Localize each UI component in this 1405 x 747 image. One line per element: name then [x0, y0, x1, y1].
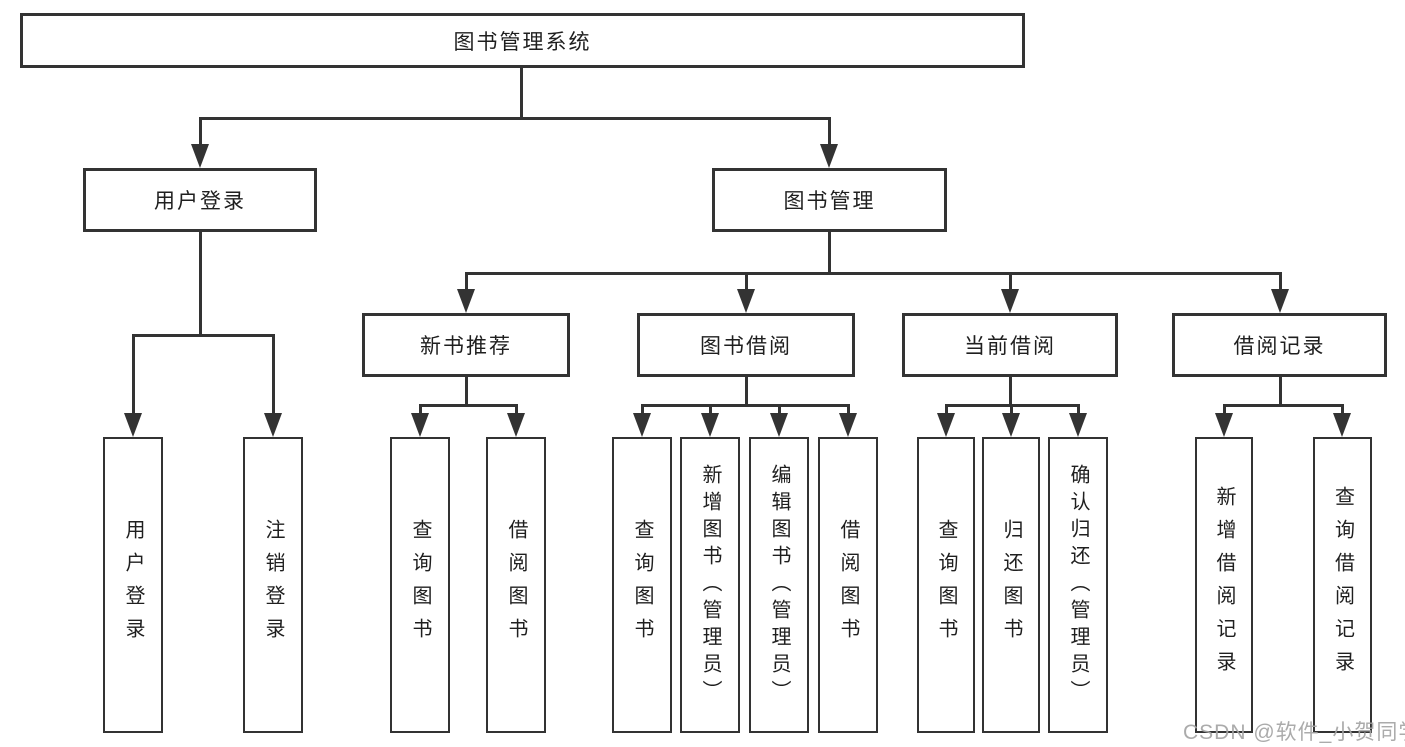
- arrow-down-icon: [1215, 413, 1233, 437]
- arrow-down-icon: [1333, 413, 1351, 437]
- arrow-down-icon: [124, 413, 142, 437]
- connector-line: [640, 403, 850, 407]
- arrow-down-icon: [457, 289, 475, 313]
- arrow-down-icon: [820, 144, 838, 168]
- node-borrow-books-borrowing: 借阅图书: [818, 437, 878, 733]
- connector-line: [1278, 377, 1282, 405]
- arrow-down-icon: [1002, 413, 1020, 437]
- connector-line: [1222, 403, 1344, 407]
- connector-line: [640, 405, 644, 417]
- connector-line: [418, 403, 518, 407]
- arrow-down-icon: [633, 413, 651, 437]
- node-book-borrowing: 图书借阅: [637, 313, 855, 377]
- arrow-down-icon: [1069, 413, 1087, 437]
- node-search-books-borrowing: 查询图书: [612, 437, 672, 733]
- arrow-down-icon: [264, 413, 282, 437]
- connector-line: [464, 271, 1282, 275]
- connector-line: [744, 273, 748, 293]
- connector-line: [827, 118, 831, 148]
- connector-line: [1008, 273, 1012, 293]
- node-search-books-current: 查询图书: [917, 437, 975, 733]
- connector-line: [1222, 405, 1226, 417]
- node-current-borrowing: 当前借阅: [902, 313, 1118, 377]
- arrow-down-icon: [937, 413, 955, 437]
- arrow-down-icon: [1001, 289, 1019, 313]
- connector-line: [944, 405, 948, 417]
- node-edit-books-admin: 编辑图书（管理员）: [749, 437, 809, 733]
- arrow-down-icon: [839, 413, 857, 437]
- connector-line: [198, 232, 202, 335]
- connector-line: [198, 116, 831, 120]
- node-return-books: 归还图书: [982, 437, 1040, 733]
- arrow-down-icon: [411, 413, 429, 437]
- connector-line: [519, 68, 523, 118]
- arrow-down-icon: [191, 144, 209, 168]
- connector-line: [464, 377, 468, 405]
- node-confirm-return-admin: 确认归还（管理员）: [1048, 437, 1108, 733]
- arrow-down-icon: [737, 289, 755, 313]
- node-add-books-admin: 新增图书（管理员）: [680, 437, 740, 733]
- connector-line: [1340, 405, 1344, 417]
- node-search-borrow-record: 查询借阅记录: [1313, 437, 1372, 733]
- arrow-down-icon: [770, 413, 788, 437]
- node-add-borrow-record: 新增借阅记录: [1195, 437, 1253, 733]
- arrow-down-icon: [1271, 289, 1289, 313]
- node-logout-op: 注销登录: [243, 437, 303, 733]
- connector-line: [131, 333, 275, 337]
- connector-line: [708, 405, 712, 417]
- connector-line: [198, 118, 202, 148]
- watermark: CSDN @软件_小贺同学: [1183, 721, 1405, 744]
- arrow-down-icon: [701, 413, 719, 437]
- connector-line: [1076, 405, 1080, 417]
- connector-line: [1008, 377, 1012, 405]
- connector-line: [846, 405, 850, 417]
- connector-line: [744, 377, 748, 405]
- node-user-login-op: 用户登录: [103, 437, 163, 733]
- node-new-book-recommend: 新书推荐: [362, 313, 570, 377]
- node-user-login: 用户登录: [83, 168, 317, 232]
- node-library-system: 图书管理系统: [20, 13, 1025, 68]
- connector-line: [514, 405, 518, 417]
- connector-line: [464, 273, 468, 293]
- node-borrow-books-recommend: 借阅图书: [486, 437, 546, 733]
- connector-line: [777, 405, 781, 417]
- node-book-management: 图书管理: [712, 168, 947, 232]
- connector-line: [271, 335, 275, 417]
- node-search-books-recommend: 查询图书: [390, 437, 450, 733]
- arrow-down-icon: [507, 413, 525, 437]
- connector-line: [1278, 273, 1282, 293]
- connector-line: [131, 335, 135, 417]
- connector-line: [1009, 405, 1013, 417]
- connector-line: [827, 232, 831, 273]
- connector-line: [418, 405, 422, 417]
- node-borrowing-records: 借阅记录: [1172, 313, 1387, 377]
